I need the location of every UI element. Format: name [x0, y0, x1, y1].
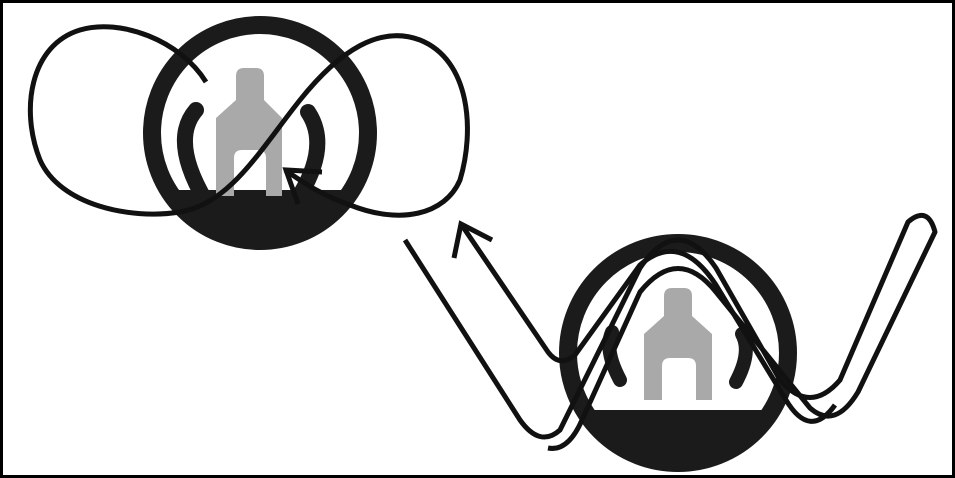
diagram-canvas [3, 3, 952, 475]
right-panel [405, 215, 935, 470]
left-disc-lower [140, 190, 380, 250]
right-disc-lower [560, 410, 800, 470]
left-panel [30, 25, 467, 250]
